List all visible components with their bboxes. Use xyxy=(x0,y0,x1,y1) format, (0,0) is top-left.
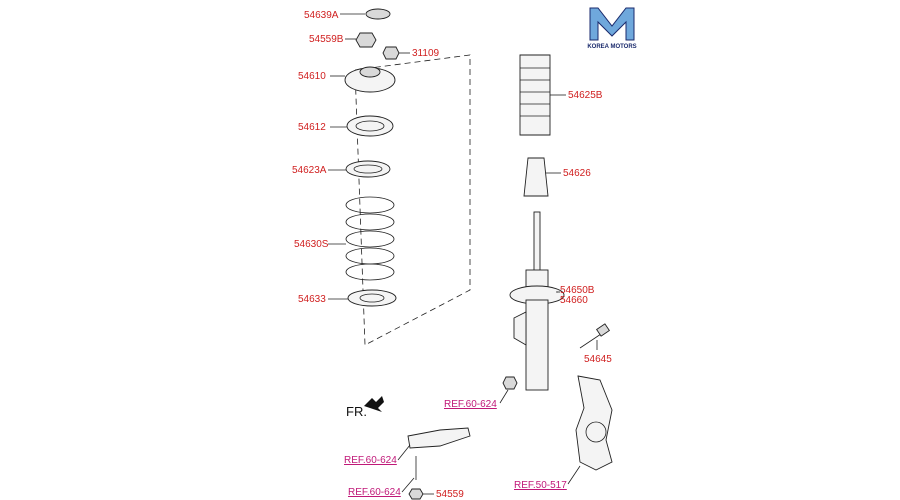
korea-motors-logo: KOREA MOTORS xyxy=(587,7,637,50)
reference-60-624-b[interactable]: REF.60-624 xyxy=(344,444,411,466)
front-label: FR. xyxy=(346,404,367,419)
part-54650B-strut: 54650B 54660 xyxy=(509,211,595,391)
label-54626: 54626 xyxy=(563,168,591,179)
ref-label-2[interactable]: REF.60-624 xyxy=(344,455,397,466)
front-arrow-icon xyxy=(364,396,384,412)
label-54645: 54645 xyxy=(584,354,612,365)
nut-strut-lower xyxy=(502,376,518,390)
part-54559: 54559 xyxy=(408,488,464,500)
label-54625B: 54625B xyxy=(568,90,603,101)
logo-mark-icon xyxy=(589,7,635,41)
logo-text: KOREA MOTORS xyxy=(587,44,636,50)
label-31109: 31109 xyxy=(412,48,440,59)
part-54623A: 54623A xyxy=(292,160,391,178)
label-54660: 54660 xyxy=(560,295,588,306)
label-54633: 54633 xyxy=(298,294,326,305)
part-54645: 54645 xyxy=(579,323,612,365)
ref-label-1[interactable]: REF.60-624 xyxy=(444,399,497,410)
reference-50-517[interactable]: REF.50-517 xyxy=(514,465,581,491)
stabilizer-link-bracket xyxy=(407,427,471,480)
assembly-boundary-dashed xyxy=(354,54,471,346)
part-54612: 54612 xyxy=(298,115,394,137)
ref-label-3[interactable]: REF.60-624 xyxy=(348,487,401,498)
steering-knuckle xyxy=(575,375,613,471)
label-54650B: 54650B xyxy=(560,285,595,296)
label-54623A: 54623A xyxy=(292,165,327,176)
reference-60-624-c[interactable]: REF.60-624 xyxy=(348,477,415,498)
label-54610: 54610 xyxy=(298,71,326,82)
front-direction-indicator: FR. xyxy=(346,396,384,419)
label-54630S: 54630S xyxy=(294,239,329,250)
ref-label-4[interactable]: REF.50-517 xyxy=(514,480,567,491)
part-54626: 54626 xyxy=(523,157,591,197)
part-31109: 31109 xyxy=(382,46,440,60)
part-54630S: 54630S xyxy=(294,196,395,281)
label-54639A: 54639A xyxy=(304,10,339,21)
part-54625B: 54625B xyxy=(519,54,603,136)
label-54559B: 54559B xyxy=(309,34,344,45)
part-54610: 54610 xyxy=(298,66,396,93)
reference-60-624-a[interactable]: REF.60-624 xyxy=(444,389,509,410)
part-54559B: 54559B xyxy=(309,32,377,48)
label-54612: 54612 xyxy=(298,122,326,133)
part-54639A: 54639A xyxy=(304,8,391,21)
label-54559: 54559 xyxy=(436,489,464,500)
part-54633: 54633 xyxy=(298,289,397,307)
